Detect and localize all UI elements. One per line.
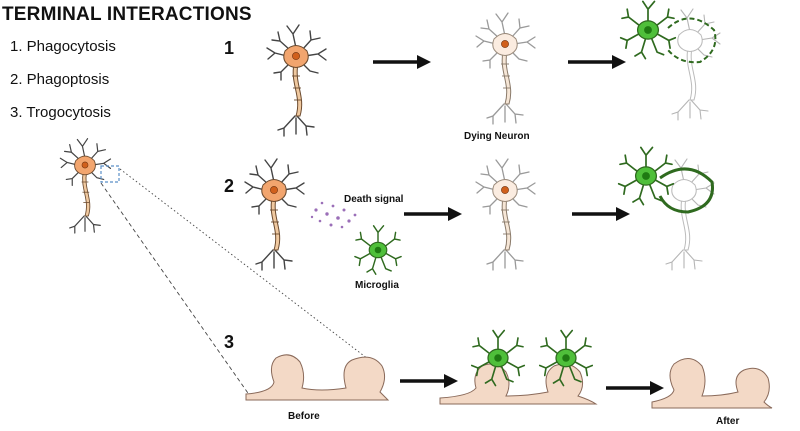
death-signal-dots — [310, 201, 357, 229]
row1-healthy-neuron — [266, 24, 327, 137]
row1-microglia — [619, 0, 677, 60]
row2-engulfing-membrane — [658, 167, 714, 214]
row-number-3: 3 — [224, 332, 235, 352]
row-number-1: 1 — [224, 38, 235, 58]
row2-dying-neuron — [475, 158, 536, 271]
row2-arrow-1 — [402, 205, 464, 223]
zoom-line-lower — [100, 182, 251, 397]
synapse-during — [439, 363, 598, 405]
synapse-before — [245, 354, 390, 401]
row1-engulfed-neuron — [671, 8, 721, 121]
label-microglia: Microglia — [355, 280, 399, 291]
label-death-signal: Death signal — [344, 194, 404, 205]
zoom-line-upper — [119, 168, 373, 363]
label-dying-neuron: Dying Neuron — [464, 131, 530, 142]
row3-arrow-2 — [604, 379, 666, 397]
list-item-phagocytosis: 1. Phagocytosis — [10, 38, 116, 55]
label-before: Before — [288, 411, 320, 422]
synapse-after — [651, 358, 773, 409]
figure-title: TERMINAL INTERACTIONS — [2, 4, 252, 25]
row2-microglia — [354, 225, 402, 275]
row1-dying-neuron — [475, 12, 536, 125]
row1-arrow-1 — [371, 53, 433, 71]
row-number-2: 2 — [224, 176, 235, 196]
row1-engulfing-membrane — [667, 17, 717, 64]
row2-arrow-2 — [570, 205, 632, 223]
list-item-trogocytosis: 3. Trogocytosis — [10, 104, 111, 121]
zoom-box — [100, 165, 120, 183]
row2-healthy-neuron — [244, 158, 305, 271]
row1-arrow-2 — [566, 53, 628, 71]
list-item-phagoptosis: 2. Phagoptosis — [10, 71, 110, 88]
label-after: After — [716, 416, 740, 427]
row3-arrow-1 — [398, 372, 460, 390]
